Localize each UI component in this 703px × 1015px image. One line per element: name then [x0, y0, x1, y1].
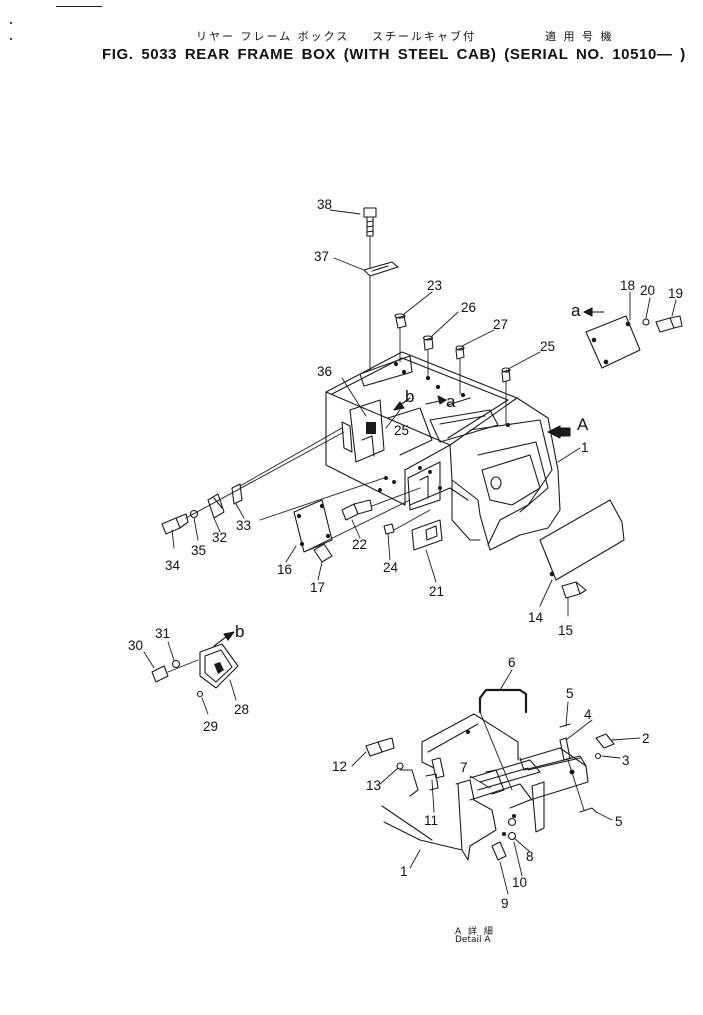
header-jp-applicable: 適 用 号 機 [545, 30, 614, 43]
detail-A-assembly [365, 688, 615, 861]
callout-22: 22 [352, 537, 367, 552]
callout-35: 35 [191, 543, 206, 558]
callout-labels: 38 37 23 26 27 25 36 25 18 20 19 1 33 32… [128, 197, 683, 911]
callout-5: 5 [566, 686, 574, 701]
rear-frame-box [325, 351, 561, 551]
header-jp-cab: スチールキャブ付 [372, 30, 476, 43]
bolt-30 [151, 665, 169, 683]
view-mark-a-cover: a [571, 301, 581, 320]
plug-27 [455, 345, 465, 360]
plate-21 [411, 519, 443, 551]
bolt-12 [365, 741, 383, 757]
header-jp-name: リヤー フレーム ボックス [196, 30, 350, 43]
top-rule [56, 6, 102, 7]
callout-29: 29 [203, 719, 218, 734]
callout-15: 15 [558, 623, 573, 638]
callout-31: 31 [155, 626, 170, 641]
callout-26: 26 [461, 300, 476, 315]
bolt-17 [313, 543, 333, 563]
callout-16: 16 [277, 562, 292, 577]
view-mark-b-box: b [405, 387, 414, 406]
callout-6: 6 [508, 655, 516, 670]
washer-31 [171, 659, 181, 669]
bolt-15 [561, 581, 587, 599]
view-mark-a-box: a [446, 392, 456, 411]
callout-1: 1 [400, 864, 408, 879]
view-arrow-a-box [425, 395, 447, 405]
bolt-9 [491, 841, 507, 861]
bracket-32 [207, 493, 225, 519]
callout-38: 38 [317, 197, 332, 212]
callout-5: 5 [615, 814, 623, 829]
detail-caption-en: Detail A [455, 935, 491, 945]
view-arrow-a-cover [583, 307, 605, 317]
view-arrow-b-plate [213, 631, 235, 647]
cover-18 [585, 315, 641, 369]
callout-7: 7 [460, 760, 468, 775]
cover-plate-28 [199, 643, 239, 689]
callout-18: 18 [620, 278, 635, 293]
callout-17: 17 [310, 580, 325, 595]
callout-28: 28 [234, 702, 249, 717]
bolt-34 [161, 513, 189, 535]
washer-20 [642, 318, 650, 326]
callout-23: 23 [427, 278, 442, 293]
plate-37 [363, 261, 399, 277]
callout-12: 12 [332, 759, 347, 774]
view-arrow-A [547, 425, 571, 439]
callout-25: 25 [540, 339, 555, 354]
view-arrow-b-box [393, 397, 411, 411]
callout-24: 24 [383, 560, 399, 575]
callout-3: 3 [622, 753, 630, 768]
figure-title: FIG. 5033 REAR FRAME BOX (WITH STEEL CAB… [102, 46, 686, 63]
callout-37: 37 [314, 249, 329, 264]
callout-32: 32 [212, 530, 227, 545]
scan-mark [10, 22, 12, 24]
callout-19: 19 [668, 286, 683, 301]
bracket-33 [231, 483, 243, 505]
plug-23 [394, 313, 407, 329]
side-cover-14 [539, 499, 625, 581]
leader-lines-28 [143, 641, 237, 715]
callout-27: 27 [493, 317, 508, 332]
view-mark-A: A [577, 415, 589, 434]
plug-26 [422, 335, 434, 351]
callout-30: 30 [128, 638, 143, 653]
scan-mark [10, 38, 12, 40]
callout-1: 1 [581, 440, 589, 455]
plug-25 [501, 367, 511, 383]
callout-33: 33 [236, 518, 251, 533]
bolt-22 [341, 499, 373, 521]
bolt-38 [363, 207, 377, 237]
leader-lines [171, 209, 677, 617]
latch-2 [595, 733, 615, 749]
callout-13: 13 [366, 778, 381, 793]
plate-16 [293, 499, 333, 553]
callout-20: 20 [640, 283, 655, 298]
view-mark-b-plate: b [235, 622, 244, 641]
callout-2: 2 [642, 731, 650, 746]
pin-4 [559, 737, 571, 761]
callout-36: 36 [317, 364, 332, 379]
callout-14: 14 [528, 610, 544, 625]
leader-lines-detail [351, 669, 641, 895]
callout-4: 4 [584, 707, 592, 722]
callout-9: 9 [501, 896, 509, 911]
callout-11: 11 [424, 813, 438, 828]
callout-21: 21 [429, 584, 444, 599]
callout-8: 8 [526, 849, 534, 864]
detail-caption-jp: A 詳 細 [455, 927, 495, 937]
bolt-19 [655, 315, 683, 333]
pin-29 [196, 690, 204, 698]
screw-24 [383, 523, 395, 535]
callout-34: 34 [165, 558, 181, 573]
callout-10: 10 [512, 875, 527, 890]
callout-25: 25 [394, 423, 409, 438]
washer-35 [189, 509, 199, 519]
